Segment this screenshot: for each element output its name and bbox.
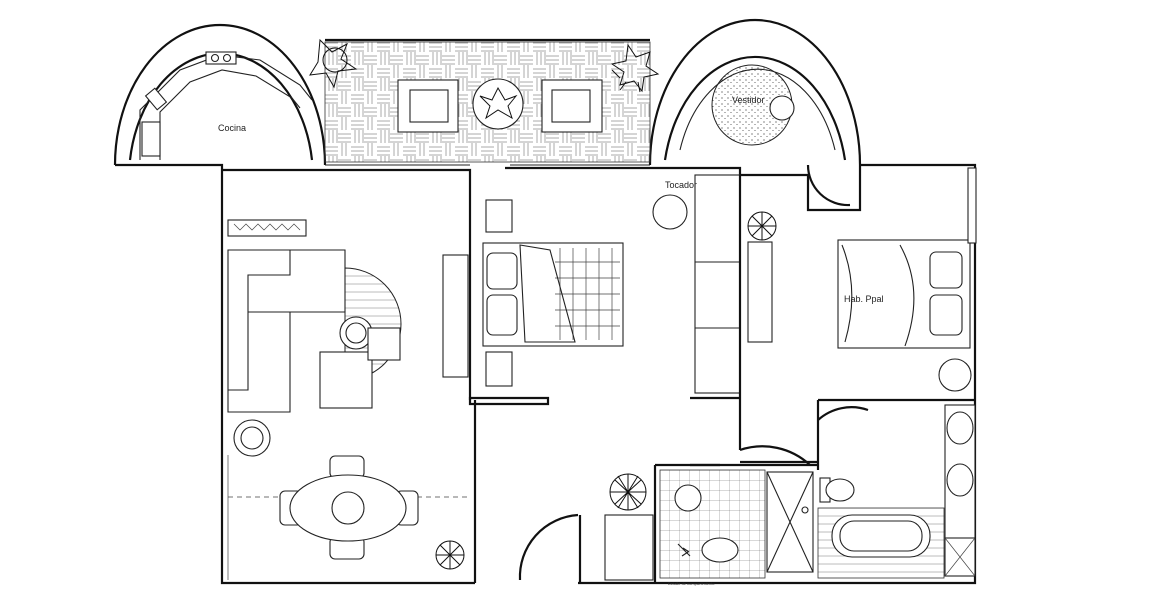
secondary-bathroom [604, 460, 818, 583]
main-bed [837, 239, 971, 349]
fridge-icon [141, 121, 161, 157]
window [967, 167, 977, 244]
plant-icon [309, 38, 358, 89]
bidet-icon [674, 484, 702, 512]
toilet-icon [819, 477, 855, 503]
washbasin-icon [701, 537, 739, 563]
plant-icon [479, 86, 518, 120]
terrace-table [472, 78, 524, 130]
vanity-stool [652, 194, 688, 230]
walk-in-closet [679, 64, 862, 212]
room-labels: Cocina Vestidor Tocador Hab. Ppal Detall… [218, 95, 884, 586]
wardrobe [694, 174, 741, 394]
footnote: Detalle de compartimiento [668, 581, 715, 586]
outer-walls [113, 18, 977, 585]
side-table [319, 351, 373, 409]
room-label-tocador: Tocador [665, 180, 697, 190]
armchair-left [397, 79, 459, 133]
master-bathroom [816, 398, 976, 579]
plant-icon [610, 43, 660, 93]
room-label-vestidor: Vestidor [732, 95, 765, 105]
plant-icon [747, 211, 777, 241]
terrace [309, 38, 660, 163]
room-label-hab-ppal: Hab. Ppal [844, 294, 884, 304]
sofa [227, 249, 346, 413]
nightstand-bottom [485, 351, 513, 387]
sink-icon [205, 51, 237, 65]
tv-cabinet [442, 254, 469, 378]
room-label-cocina: Cocina [218, 123, 246, 133]
bathtub [831, 514, 931, 558]
round-side-table [233, 419, 271, 457]
plant-icon [609, 473, 647, 511]
linen-cabinet [604, 514, 654, 581]
dining-table [279, 455, 419, 560]
kitchen [139, 51, 313, 237]
living-area [227, 249, 470, 580]
armchair-right [541, 79, 603, 133]
bedroom-chair [938, 358, 972, 392]
double-bed [482, 242, 624, 347]
lamp-stand [367, 327, 401, 361]
plant-icon [435, 540, 465, 570]
dresser [747, 241, 773, 343]
bedroom-two [468, 174, 811, 583]
stove-icon [144, 87, 168, 111]
main-bedroom [747, 167, 977, 392]
kitchen-counter [227, 219, 307, 237]
nightstand-top [485, 199, 513, 233]
